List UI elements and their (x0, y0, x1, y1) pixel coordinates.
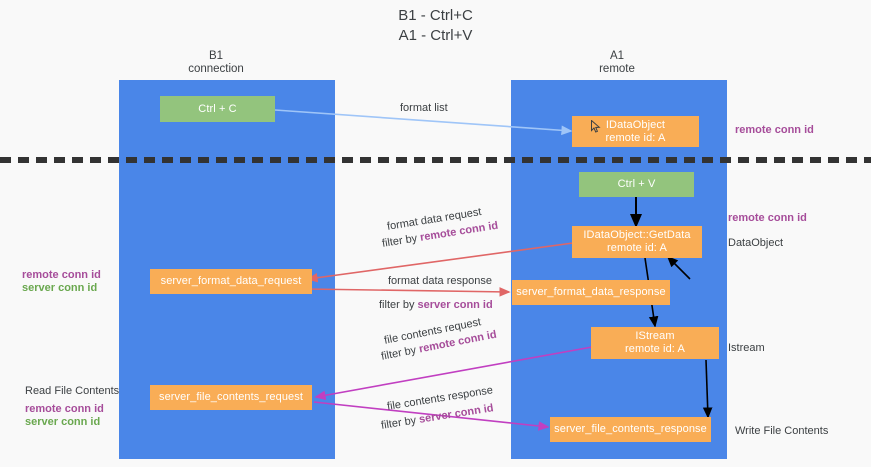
phase-separator (0, 157, 871, 163)
edge-label-format-data-response: format data response (388, 275, 492, 287)
node-ctrl-c[interactable]: Ctrl + C (160, 96, 275, 122)
node-istream-label: IStream remote id: A (625, 330, 685, 355)
note-istream: Istream (728, 342, 765, 354)
note-data-object: DataObject (728, 237, 784, 249)
diagram-title: B1 - Ctrl+C A1 - Ctrl+V (398, 7, 473, 44)
node-server-format-data-request-label: server_format_data_request (160, 275, 302, 287)
mouse-cursor-icon (591, 120, 601, 133)
node-idataobject-getdata[interactable]: IDataObject::GetData remote id: A (572, 226, 702, 258)
note-remote-conn-id-mid: remote conn id (728, 212, 807, 224)
edge-label-format-data-response-filter: filter by server conn id (379, 298, 493, 312)
note-left-server-conn-id-bottom: server conn id (25, 416, 101, 428)
node-server-file-contents-request-label: server_file_contents_request (158, 391, 304, 403)
filter-key-server-conn-id: server conn id (417, 299, 493, 311)
node-ctrl-c-label: Ctrl + C (198, 102, 237, 115)
edge-label-format-list: format list (400, 102, 448, 114)
note-read-file-contents: Read File Contents (25, 385, 120, 397)
note-remote-conn-id-top: remote conn id (735, 124, 814, 136)
node-server-file-contents-response[interactable]: server_file_contents_response (550, 417, 711, 442)
note-left-remote-conn-id-mid: remote conn id (22, 269, 101, 281)
node-server-file-contents-request[interactable]: server_file_contents_request (150, 385, 312, 410)
note-left-remote-conn-id-bottom: remote conn id (25, 403, 104, 415)
node-server-format-data-request[interactable]: server_format_data_request (150, 269, 312, 294)
node-server-file-contents-response-label: server_file_contents_response (554, 423, 707, 435)
note-write-file-contents: Write File Contents (735, 425, 829, 437)
node-istream[interactable]: IStream remote id: A (591, 327, 719, 359)
node-idataobject-label: IDataObject remote id: A (605, 118, 666, 144)
filter-prefix: filter by (381, 231, 422, 250)
node-idataobject-getdata-label: IDataObject::GetData remote id: A (583, 229, 691, 254)
filter-prefix: filter by (379, 299, 418, 311)
lane-header-b1: B1 connection (188, 50, 244, 75)
node-ctrl-v-label: Ctrl + V (617, 178, 656, 190)
arrow-format-data-response (305, 287, 511, 297)
node-idataobject[interactable]: IDataObject remote id: A (572, 116, 699, 147)
node-ctrl-v[interactable]: Ctrl + V (579, 172, 694, 197)
filter-prefix: filter by (380, 413, 421, 432)
lane-header-a1: A1 remote (599, 50, 635, 75)
note-left-server-conn-id-mid: server conn id (22, 282, 98, 294)
node-server-format-data-response[interactable]: server_format_data_response (512, 280, 670, 305)
node-server-format-data-response-label: server_format_data_response (516, 286, 666, 298)
